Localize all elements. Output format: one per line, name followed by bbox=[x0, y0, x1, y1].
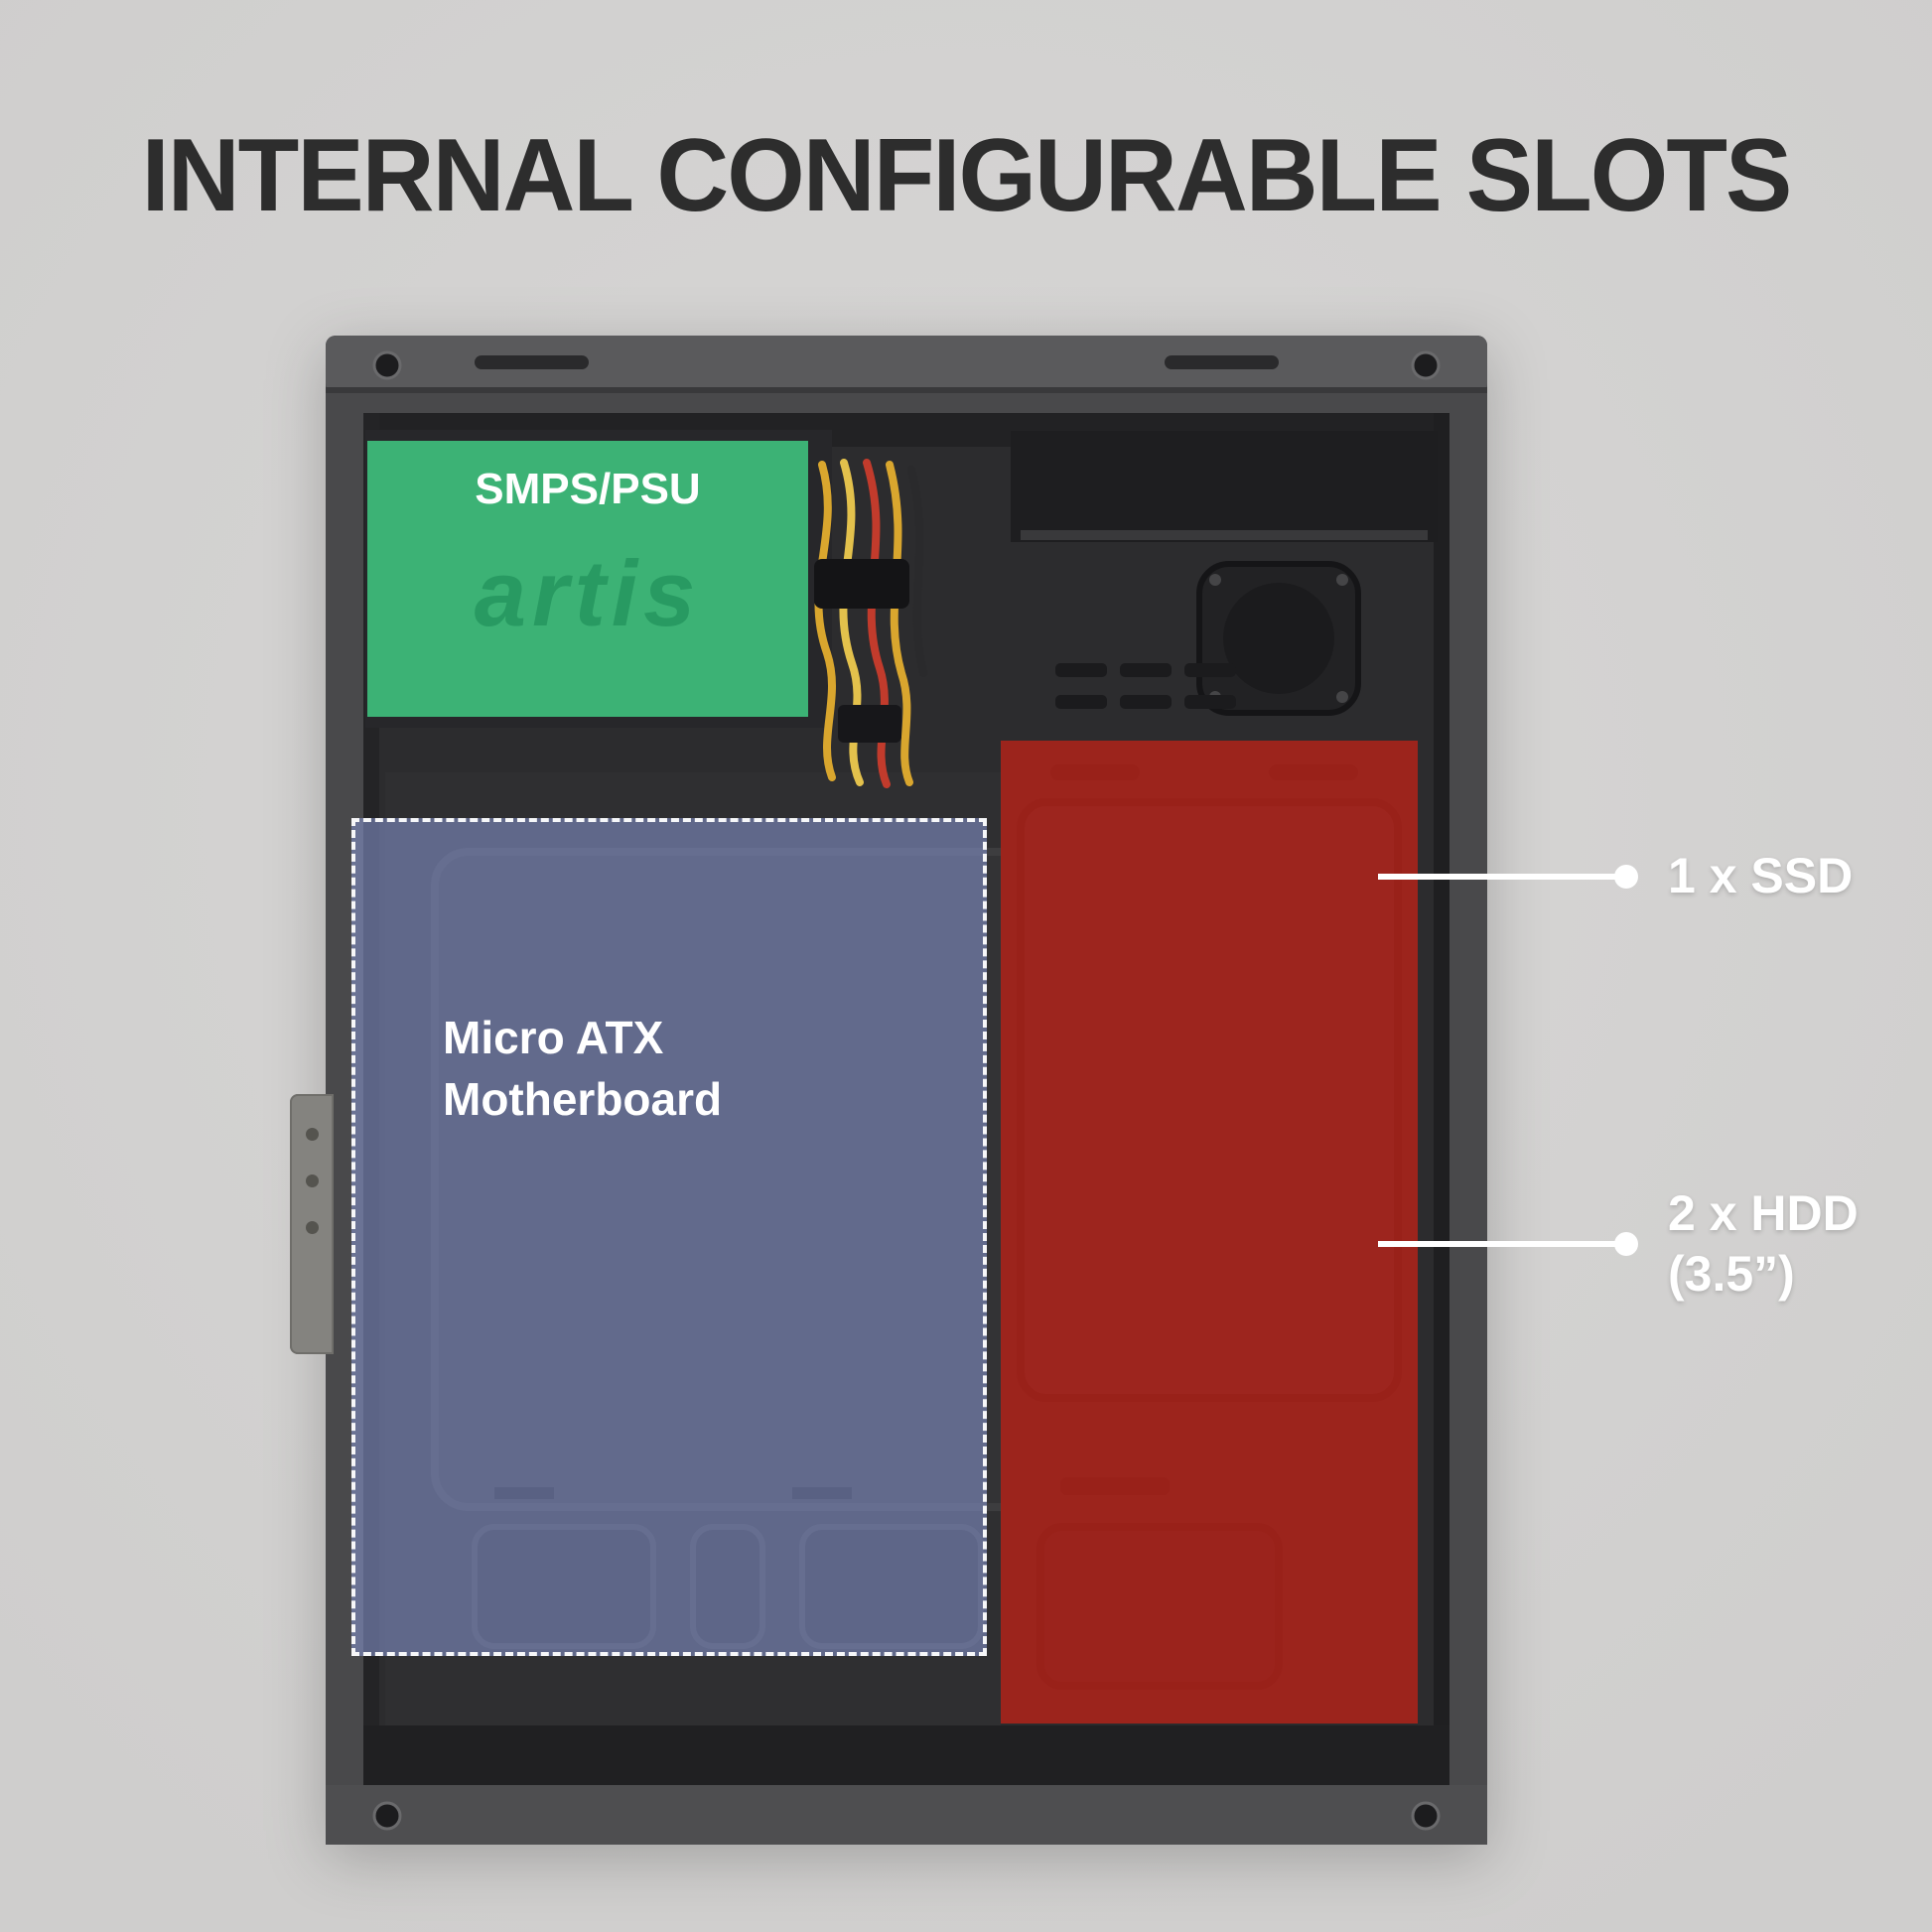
bottom-shadow bbox=[363, 1725, 1449, 1785]
case-screws bbox=[372, 350, 1441, 1831]
top-vent-slots bbox=[475, 355, 1279, 369]
label-line: Motherboard bbox=[443, 1073, 723, 1126]
label-line: Micro ATX bbox=[443, 1012, 664, 1063]
bracket-hole bbox=[305, 1174, 319, 1187]
optical-bay-recess bbox=[1011, 431, 1438, 542]
psu-brand-logo: artis bbox=[474, 541, 702, 645]
bracket-hole bbox=[305, 1128, 319, 1141]
motherboard-slot-overlay: Micro ATX Motherboard bbox=[351, 818, 987, 1656]
label-line: 2 x HDD bbox=[1668, 1185, 1859, 1241]
callout-dot bbox=[1614, 1232, 1638, 1256]
callout-ssd: 1 x SSD bbox=[1378, 846, 1853, 906]
motherboard-slot-label: Micro ATX Motherboard bbox=[443, 1007, 722, 1130]
psu-cables bbox=[814, 459, 927, 788]
psu-slot-label: SMPS/PSU bbox=[475, 465, 701, 513]
mid-vent-slots bbox=[1055, 663, 1236, 709]
callout-hdd-label: 2 x HDD (3.5”) bbox=[1668, 1183, 1859, 1305]
bracket-hole bbox=[305, 1221, 319, 1234]
fan-cutout bbox=[1196, 561, 1361, 716]
label-line: (3.5”) bbox=[1668, 1246, 1795, 1302]
callout-ssd-label: 1 x SSD bbox=[1668, 848, 1854, 903]
callout-hdd: 2 x HDD (3.5”) bbox=[1378, 1183, 1859, 1305]
callout-dot bbox=[1614, 864, 1638, 889]
callout-line bbox=[1378, 873, 1616, 880]
page-title: INTERNAL CONFIGURABLE SLOTS bbox=[141, 118, 1793, 233]
psu-slot-overlay: SMPS/PSU artis bbox=[367, 441, 808, 717]
rear-bracket bbox=[290, 1094, 334, 1354]
hdd-slot-overlay bbox=[1001, 741, 1418, 1724]
callout-line bbox=[1378, 1241, 1616, 1247]
